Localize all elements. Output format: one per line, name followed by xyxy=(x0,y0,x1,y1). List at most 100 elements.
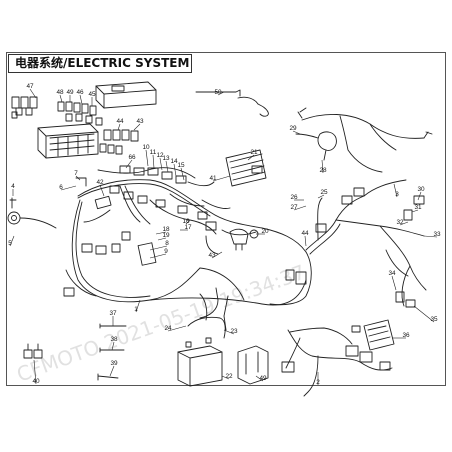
callout-number-49: 49 xyxy=(259,375,267,382)
callout-leader-8 xyxy=(149,245,168,251)
callout-leader-48 xyxy=(59,94,63,103)
callout-number-35: 35 xyxy=(430,316,438,323)
relay-module xyxy=(295,131,337,161)
callout-leader-49 xyxy=(255,375,264,382)
callout-leader-12 xyxy=(159,157,163,171)
callout-leader-44 xyxy=(117,123,121,131)
callout-number-29: 29 xyxy=(289,125,297,132)
callout-number-44: 44 xyxy=(301,230,309,237)
callout-number-37: 37 xyxy=(109,310,117,317)
battery-bracket xyxy=(237,345,269,385)
rear-light-harness xyxy=(297,107,433,173)
callout-leader-40 xyxy=(33,359,37,385)
callout-leader-44 xyxy=(304,235,307,247)
callout-number-11: 11 xyxy=(150,149,157,156)
callout-leader-28 xyxy=(321,159,324,174)
callout-number-40: 40 xyxy=(32,378,40,385)
rectifier-regulator xyxy=(225,149,267,187)
callout-leader-14 xyxy=(173,163,177,177)
callout-leader-29 xyxy=(292,130,301,135)
callout-leader-38 xyxy=(111,341,115,351)
callout-number-15: 15 xyxy=(177,162,185,169)
callout-number-19: 19 xyxy=(162,232,170,239)
callout-number-23: 23 xyxy=(230,328,238,335)
callout-leader-15 xyxy=(180,167,185,181)
callout-number-39: 39 xyxy=(110,360,118,367)
callout-number-18: 18 xyxy=(162,226,170,233)
callout-leader-1 xyxy=(135,299,141,313)
callout-leader-5 xyxy=(9,235,15,247)
callout-leader-39 xyxy=(109,365,115,377)
callout-leader-32 xyxy=(399,221,409,226)
callout-leader-46 xyxy=(79,94,83,105)
diagram-title: 电器系统/ELECTRIC SYSTEM xyxy=(8,54,192,73)
callout-number-3: 3 xyxy=(395,191,399,198)
diode-pack xyxy=(23,343,43,359)
callout-number-27: 27 xyxy=(290,204,298,211)
callout-leader-24 xyxy=(167,325,187,332)
fuse-holders xyxy=(281,325,391,373)
callout-number-45: 45 xyxy=(88,91,96,98)
callout-leader-50 xyxy=(217,91,225,96)
callout-leader-10 xyxy=(145,149,149,167)
callout-leader-42 xyxy=(99,184,105,197)
harness-connectors xyxy=(63,165,307,297)
callout-number-4: 4 xyxy=(11,183,15,190)
callout-leader-16 xyxy=(185,219,191,225)
callout-number-2: 2 xyxy=(316,379,320,386)
callout-number-41: 41 xyxy=(209,175,217,182)
callout-leader-11 xyxy=(152,154,155,169)
callout-number-22: 22 xyxy=(225,373,233,380)
callout-leader-33 xyxy=(423,235,438,238)
callout-leader-30 xyxy=(417,191,422,201)
lower-rear-harness xyxy=(285,327,393,397)
callout-number-6: 6 xyxy=(59,184,63,191)
callout-leader-27 xyxy=(293,205,307,211)
callout-leader-18 xyxy=(155,231,167,235)
fuse-box-cover xyxy=(95,81,157,109)
callout-number-30: 30 xyxy=(417,186,425,193)
callout-leader-21 xyxy=(247,154,255,161)
callout-number-12: 12 xyxy=(156,152,164,159)
callout-leader-23 xyxy=(223,329,235,335)
callout-number-44: 44 xyxy=(116,118,124,125)
callout-number-7: 7 xyxy=(74,170,78,177)
diagram-frame xyxy=(6,52,446,386)
callout-number-47: 47 xyxy=(26,83,34,90)
callout-number-24: 24 xyxy=(164,325,172,332)
callout-leader-66 xyxy=(125,159,133,169)
callout-leader-6 xyxy=(60,185,77,191)
sensor-cables xyxy=(75,89,269,209)
callout-number-16: 16 xyxy=(182,218,190,225)
callout-number-14: 14 xyxy=(170,158,178,165)
callout-leader-7 xyxy=(75,175,81,181)
callout-leader-19 xyxy=(157,237,167,241)
callout-number-31: 31 xyxy=(414,204,422,211)
callout-leader-25 xyxy=(317,194,325,199)
callout-number-20: 20 xyxy=(261,228,269,235)
callout-number-25: 25 xyxy=(320,189,328,196)
ecu-module xyxy=(363,319,395,351)
callout-leader-47 xyxy=(29,88,37,99)
callout-leader-22 xyxy=(221,375,230,380)
callout-leader-9 xyxy=(149,253,167,259)
callout-number-48: 48 xyxy=(56,89,64,96)
watermark: CFMOTO 2021-05-19 19:34:37 xyxy=(14,260,309,387)
callout-number-43: 43 xyxy=(136,118,144,125)
callout-number-46: 46 xyxy=(76,89,84,96)
callout-number-66: 66 xyxy=(128,154,136,161)
callout-leader-31 xyxy=(411,209,419,213)
callout-number-13: 13 xyxy=(162,155,170,162)
relays-and-fuses xyxy=(11,96,139,155)
callout-leader-41 xyxy=(212,175,231,182)
callout-number-17: 17 xyxy=(184,224,192,231)
callout-number-50: 50 xyxy=(214,89,222,96)
callout-number-1: 1 xyxy=(134,306,138,313)
callout-number-38: 38 xyxy=(110,336,118,343)
horn-assembly xyxy=(7,197,57,229)
callout-number-34: 34 xyxy=(388,270,396,277)
fuse-box xyxy=(37,123,99,159)
